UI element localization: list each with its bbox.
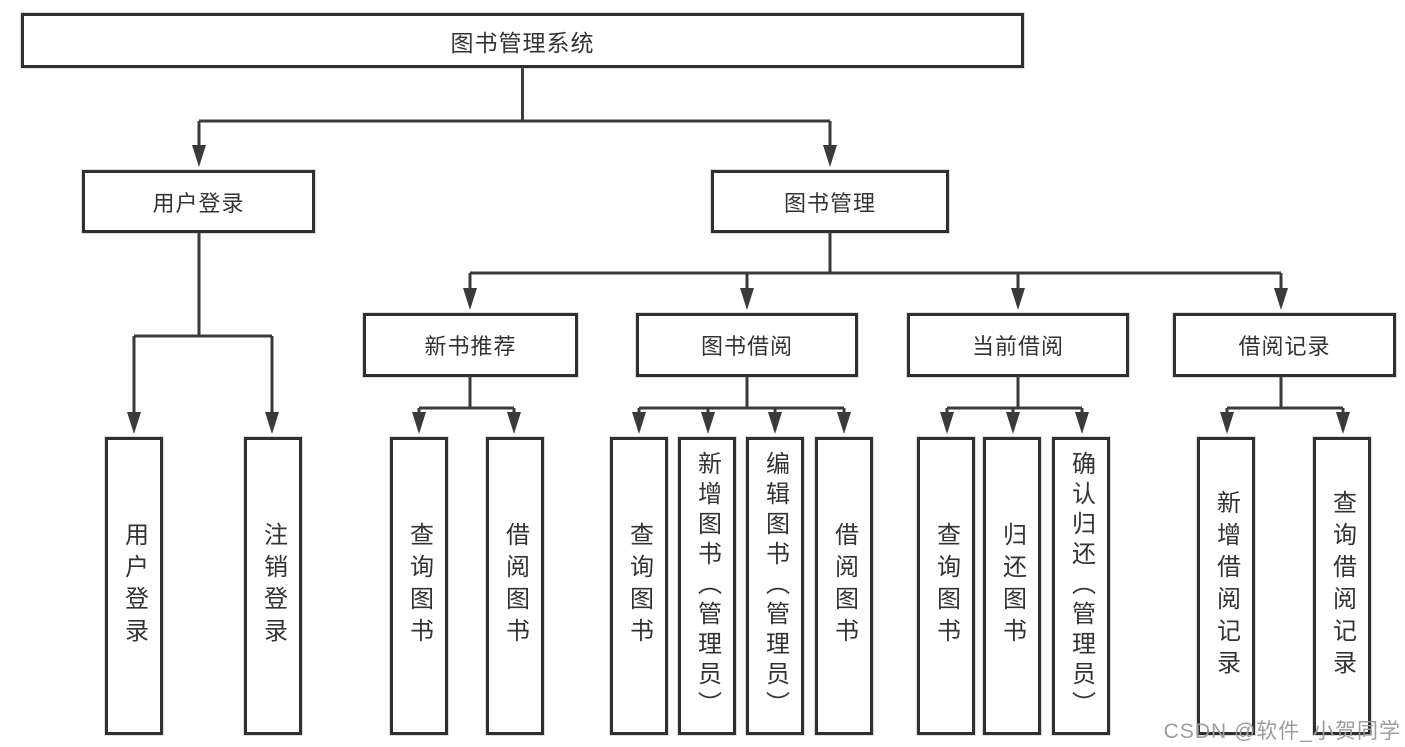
- leaf-query-books-3: 查询图书: [917, 437, 975, 735]
- leaf-label: 借阅图书: [501, 522, 529, 650]
- connector-current-borrow: [945, 377, 1084, 413]
- leaf-label: 确认归还（管理员）: [1067, 451, 1095, 721]
- arrow-icon: [1220, 412, 1234, 434]
- leaf-label: 编辑图书（管理员）: [761, 451, 789, 721]
- leaf-confirm-return-admin: 确认归还（管理员）: [1052, 437, 1110, 735]
- connector-book-management: [468, 233, 1283, 289]
- arrow-icon: [1274, 288, 1288, 310]
- csdn-watermark: CSDN @软件_小贺同学: [1163, 720, 1401, 743]
- node-current-borrow-label: 当前借阅: [971, 334, 1064, 359]
- arrowheads: [127, 145, 1350, 434]
- leaf-add-books-admin: 新增图书（管理员）: [678, 437, 736, 735]
- node-borrow-records: 借阅记录: [1173, 313, 1396, 377]
- leaf-label: 用户登录: [120, 522, 148, 650]
- leaf-label: 注销登录: [259, 522, 287, 650]
- connector-borrow-records: [1225, 377, 1345, 413]
- arrow-icon: [740, 288, 754, 310]
- leaf-label: 借阅图书: [830, 522, 858, 650]
- arrow-icon: [768, 412, 782, 434]
- arrow-icon: [1336, 412, 1350, 434]
- arrow-icon: [1006, 412, 1020, 434]
- connector-book-borrow: [637, 377, 846, 413]
- leaf-label: 新增借阅记录: [1212, 490, 1240, 682]
- arrow-icon: [632, 412, 646, 434]
- arrow-icon: [837, 412, 851, 434]
- arrow-icon: [940, 412, 954, 434]
- node-book-borrow-label: 图书借阅: [700, 334, 793, 359]
- leaf-logout: 注销登录: [244, 437, 302, 735]
- leaf-label: 查询图书: [932, 522, 960, 650]
- leaf-query-books-2: 查询图书: [610, 437, 668, 735]
- leaf-label: 查询图书: [405, 522, 433, 650]
- leaf-query-books-1: 查询图书: [390, 437, 448, 735]
- connector-user-login: [132, 233, 274, 413]
- node-book-borrow: 图书借阅: [636, 313, 858, 377]
- connector-root: [197, 68, 832, 146]
- node-book-management: 图书管理: [711, 170, 949, 233]
- node-user-login-label: 用户登录: [152, 190, 245, 216]
- leaf-borrow-books-2: 借阅图书: [815, 437, 873, 735]
- node-new-books: 新书推荐: [363, 313, 578, 377]
- arrow-icon: [823, 145, 837, 167]
- node-root: 图书管理系统: [21, 13, 1024, 68]
- node-new-books-label: 新书推荐: [424, 334, 517, 359]
- arrow-icon: [412, 412, 426, 434]
- leaf-borrow-books-1: 借阅图书: [486, 437, 544, 735]
- node-book-management-label: 图书管理: [783, 190, 876, 216]
- arrow-icon: [1075, 412, 1089, 434]
- arrow-icon: [127, 412, 141, 434]
- leaf-label: 查询借阅记录: [1328, 490, 1356, 682]
- leaf-label: 查询图书: [625, 522, 653, 650]
- leaf-edit-books-admin: 编辑图书（管理员）: [746, 437, 804, 735]
- leaf-label: 归还图书: [998, 522, 1026, 650]
- leaf-add-borrow-record: 新增借阅记录: [1197, 437, 1255, 735]
- arrow-icon: [1011, 288, 1025, 310]
- leaf-return-books: 归还图书: [983, 437, 1041, 735]
- node-current-borrow: 当前借阅: [907, 313, 1129, 377]
- node-root-label: 图书管理系统: [450, 29, 595, 56]
- node-borrow-records-label: 借阅记录: [1238, 334, 1331, 359]
- leaf-user-login: 用户登录: [105, 437, 163, 735]
- connector-new-books: [417, 377, 516, 413]
- leaf-label: 新增图书（管理员）: [693, 451, 721, 721]
- arrow-icon: [463, 288, 477, 310]
- arrow-icon: [265, 412, 279, 434]
- arrow-icon: [701, 412, 715, 434]
- node-user-login: 用户登录: [82, 170, 315, 233]
- arrow-icon: [507, 412, 521, 434]
- arrow-icon: [192, 145, 206, 167]
- leaf-query-borrow-record: 查询借阅记录: [1313, 437, 1371, 735]
